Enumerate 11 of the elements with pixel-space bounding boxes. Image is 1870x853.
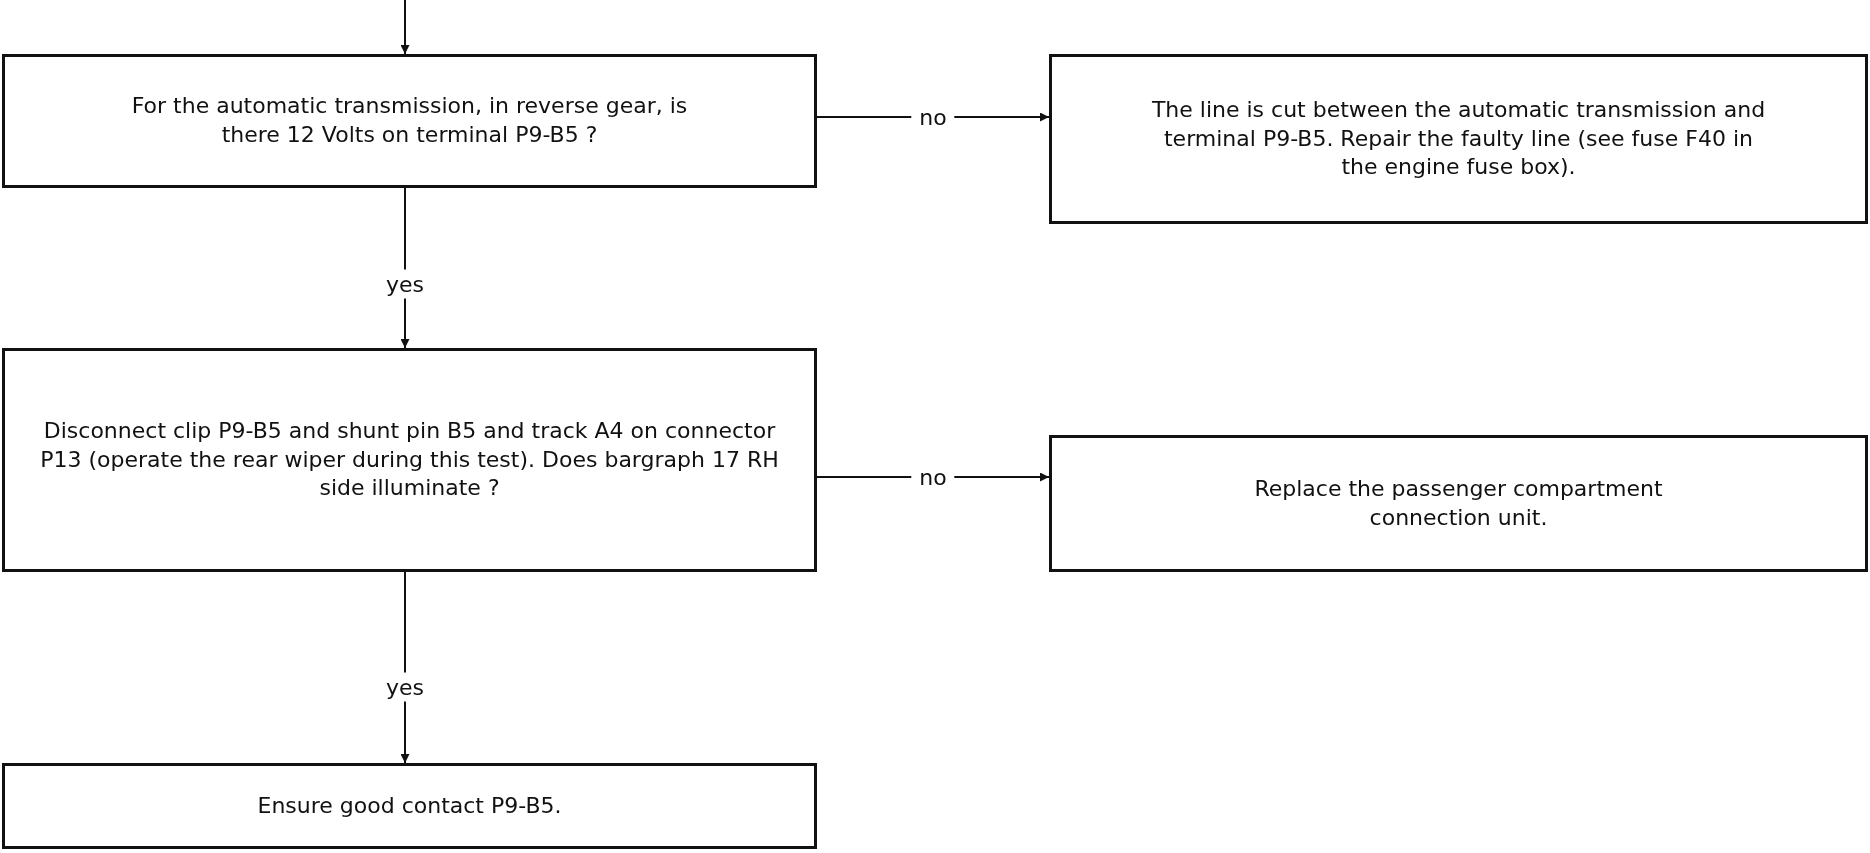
process-box: [2, 763, 817, 849]
box-text: The line is cut between the automatic transmission and terminal P9-B5. Repair the faulty line (see fuse F40 in the engine fuse box).: [1150, 96, 1767, 182]
box-text: Ensure good contact P9-B5.: [257, 791, 562, 820]
box-text: Replace the passenger compartment connection unit.: [1253, 474, 1664, 532]
process-box: [1049, 435, 1868, 572]
box-text: Disconnect clip P9-B5 and shunt pin B5 and track A4 on connector P13 (operate the rear wiper during this test). Does bargraph 17 RH side illuminate ?: [39, 417, 780, 503]
box-text: For the automatic transmission, in reverse gear, is there 12 Volts on terminal P9-B5 ?: [130, 92, 689, 149]
process-box: [2, 348, 817, 572]
arrow: [400, 0, 410, 55]
process-box: [1049, 54, 1868, 224]
process-box: [2, 54, 817, 188]
